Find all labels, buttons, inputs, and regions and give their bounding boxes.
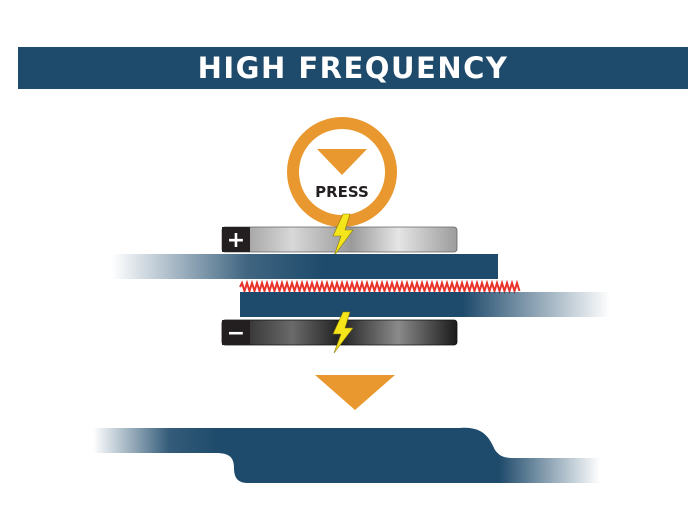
plus-symbol: + xyxy=(227,228,245,253)
plus-icon xyxy=(222,227,250,252)
top-material-sheet xyxy=(112,254,498,279)
lightning-bolt-icon xyxy=(332,311,354,354)
minus-symbol: − xyxy=(227,321,245,346)
press-indicator: PRESS xyxy=(287,117,397,227)
result-arrow-icon xyxy=(315,375,395,410)
lightning-bolt-icon xyxy=(332,213,354,257)
press-label: PRESS xyxy=(315,183,369,201)
press-down-arrow-icon xyxy=(317,149,367,175)
title-banner: HIGH FREQUENCY xyxy=(18,47,688,89)
high-frequency-wave xyxy=(239,279,521,295)
title-text: HIGH FREQUENCY xyxy=(197,51,509,85)
minus-icon xyxy=(222,320,250,345)
welded-material xyxy=(93,427,600,483)
bottom-material-sheet xyxy=(240,292,610,317)
